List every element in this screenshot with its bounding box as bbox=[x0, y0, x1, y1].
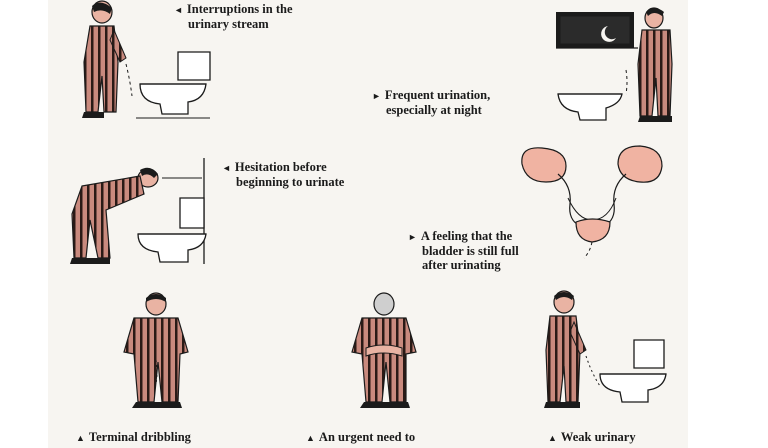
caption-bladder-line-2: bladder is still full bbox=[422, 244, 519, 258]
arrow-left-icon: ◄ bbox=[222, 163, 231, 173]
arrow-up-icon: ▲ bbox=[76, 433, 85, 443]
caption-frequent-line-1: Frequent urination, bbox=[384, 88, 491, 102]
arrow-up-icon: ▲ bbox=[548, 433, 557, 443]
arrow-right-icon: ► bbox=[408, 232, 417, 242]
caption-urgent-line-1: An urgent need to bbox=[318, 430, 416, 444]
caption-hesitation-line-1: Hesitation before bbox=[234, 160, 327, 174]
caption-frequent-line-2: especially at night bbox=[386, 103, 482, 117]
caption-bladder-line-3: after urinating bbox=[422, 258, 501, 272]
caption-interruptions: ◄Interruptions in the urinary stream bbox=[174, 2, 293, 31]
arrow-right-icon: ► bbox=[372, 91, 381, 101]
caption-dribbling: ▲Terminal dribbling bbox=[76, 430, 191, 445]
caption-weak-line-1: Weak urinary bbox=[560, 430, 636, 444]
man-front-dribbling-figure bbox=[123, 292, 189, 408]
man-standing-toilet-figure bbox=[82, 0, 211, 119]
caption-bladder-line-1: A feeling that the bbox=[420, 229, 513, 243]
caption-bladder: ►A feeling that the bladder is still ful… bbox=[408, 229, 519, 272]
caption-interruptions-line-2: urinary stream bbox=[188, 17, 269, 31]
caption-hesitation-line-2: beginning to urinate bbox=[236, 175, 345, 189]
arrow-left-icon: ◄ bbox=[174, 5, 183, 15]
arrow-up-icon: ▲ bbox=[306, 433, 315, 443]
man-night-toilet-figure bbox=[556, 7, 673, 122]
kidneys-bladder-figure bbox=[521, 145, 663, 259]
man-weak-stream-figure bbox=[544, 290, 667, 408]
caption-frequent: ►Frequent urination, especially at night bbox=[372, 88, 490, 117]
man-back-urgent-figure bbox=[351, 292, 417, 408]
caption-weak: ▲Weak urinary bbox=[548, 430, 636, 445]
man-hesitating-figure bbox=[70, 158, 207, 264]
caption-interruptions-line-1: Interruptions in the bbox=[186, 2, 293, 16]
caption-hesitation: ◄Hesitation before beginning to urinate bbox=[222, 160, 344, 189]
caption-dribbling-line-1: Terminal dribbling bbox=[88, 430, 191, 444]
caption-urgent: ▲An urgent need to bbox=[306, 430, 415, 445]
